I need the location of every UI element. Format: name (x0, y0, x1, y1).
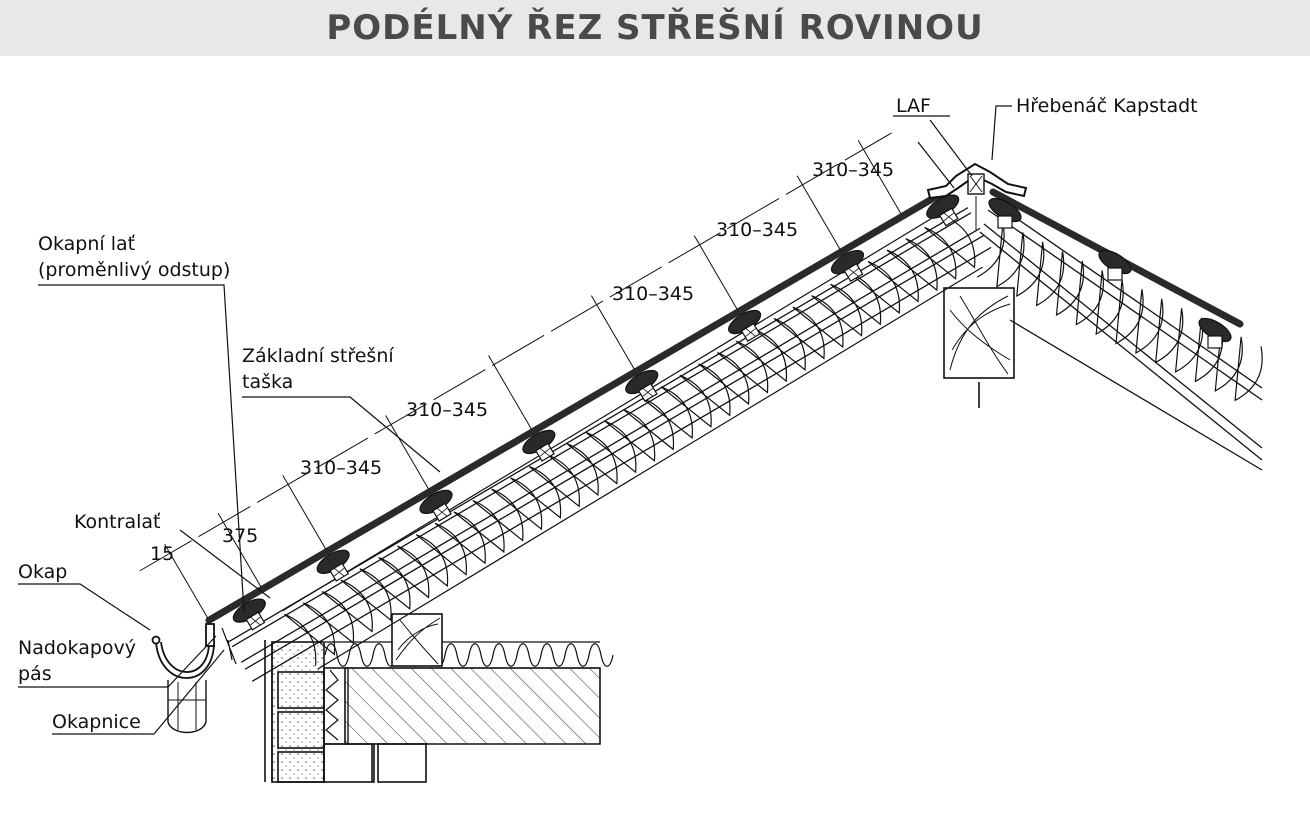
left-layer-line (240, 227, 981, 663)
label-eave-batten-line2: (proměnlivý odstup) (38, 259, 230, 281)
dim-310-345-3: 310–345 (612, 283, 694, 305)
left-battens (232, 194, 960, 631)
label-eave: Okap (18, 561, 67, 583)
left-insulation-edge (317, 266, 983, 670)
left-insulation-wave (284, 215, 976, 666)
dim-310-345-2: 310–345 (406, 399, 488, 421)
dimension-extension (590, 295, 636, 371)
batten (1098, 249, 1132, 281)
ridge-tile (926, 162, 1028, 230)
gutter (151, 623, 237, 734)
batten-block (1207, 335, 1223, 349)
batten-cross (333, 567, 345, 577)
label-laf: LAF (896, 95, 931, 117)
floor-insulation (324, 641, 614, 669)
batten-cross (745, 328, 756, 337)
ceiling-slab (323, 667, 601, 745)
dim-310-345-5: 310–345 (812, 159, 894, 181)
batten-cross (436, 507, 448, 517)
batten (232, 598, 266, 631)
label-ridge-tile: Hřebenáč Kapstadt (1016, 95, 1198, 117)
dimension-extension (282, 475, 327, 550)
batten-cross (848, 268, 859, 277)
batten (926, 194, 960, 227)
left-roof-slope (205, 172, 992, 682)
dimension-extension (488, 355, 533, 431)
batten-cross (642, 388, 654, 397)
dimension-extension (693, 235, 739, 311)
batten-cross (250, 616, 261, 626)
batten-cross (943, 212, 955, 222)
wall-plate (391, 613, 443, 667)
leader-lines (18, 105, 1012, 735)
right-layer-line (987, 209, 1263, 401)
dim-310-345-4: 310–345 (716, 219, 798, 241)
ridge-beam (943, 287, 1015, 408)
batten (728, 309, 762, 343)
left-layer-line (244, 234, 985, 670)
batten-block (997, 215, 1013, 229)
right-layer-line (979, 231, 1263, 461)
left-layer-line (231, 212, 972, 648)
dimension-extension (857, 139, 902, 215)
dimension-baseline (139, 132, 892, 572)
dimension-lines (139, 132, 902, 619)
batten-cross (539, 447, 551, 457)
batten (625, 369, 659, 402)
label-eave-batten-line1: Okapní lať (38, 233, 136, 255)
label-basic-tile-line2: taška (242, 371, 293, 393)
title-bar: PODÉLNÝ ŘEZ STŘEŠNÍ ROVINOU (0, 0, 1310, 56)
right-battens (988, 197, 1232, 349)
left-tile-layer (205, 172, 975, 624)
left-insulation-edge (282, 208, 948, 612)
batten (316, 549, 350, 582)
label-gutter: Okapnice (52, 711, 141, 733)
dimension-extension (796, 175, 841, 251)
label-drip-edge-line1: Nadokapový (18, 637, 136, 659)
dim-15: 15 (150, 543, 174, 565)
right-layer-line (1009, 319, 1263, 471)
dimension-extension (164, 543, 209, 619)
batten (419, 489, 453, 522)
batten (522, 429, 556, 462)
batten-block (1107, 267, 1123, 281)
label-counter-batten: Kontralať (74, 511, 161, 533)
dim-310-345-1: 310–345 (300, 457, 382, 479)
label-drip-edge-line2: pás (18, 663, 52, 685)
label-basic-tile-line1: Základní střešní (242, 345, 394, 367)
dimension-extension (385, 415, 430, 491)
dim-375: 375 (222, 525, 258, 547)
right-layer-line (983, 223, 1263, 449)
page-title: PODÉLNÝ ŘEZ STŘEŠNÍ ROVINOU (326, 8, 984, 48)
right-layer-line (989, 199, 1263, 389)
batten (1198, 317, 1232, 349)
batten (988, 197, 1022, 229)
left-layer-line (251, 246, 992, 682)
left-rafter-insulation (282, 208, 983, 670)
batten (830, 249, 865, 283)
